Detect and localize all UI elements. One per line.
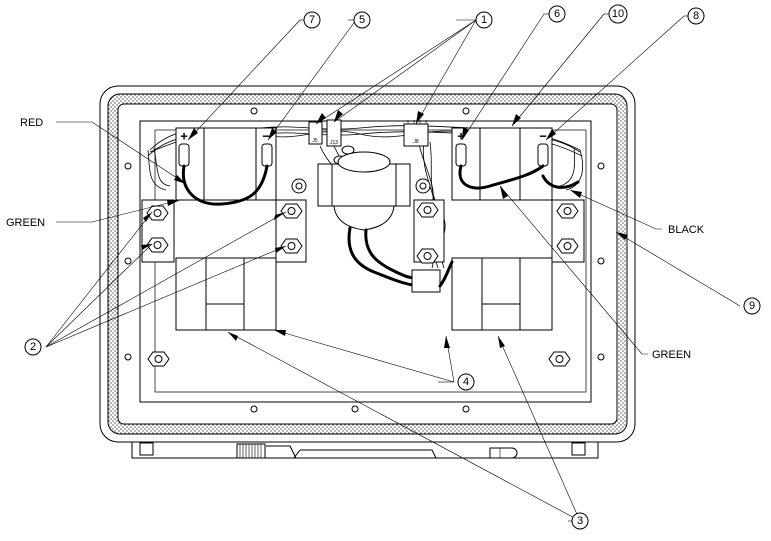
battery-bottom-left [175,257,277,331]
callout-1-text: 1 [481,14,487,26]
transformer-mount-right [415,178,431,194]
terminal-positive-left: + [180,129,188,144]
screw-holes [124,107,605,413]
connectors: J5 J13 J8 [308,119,429,177]
connector-j13-label: J13 [330,140,338,146]
callout-7-text: 7 [309,14,315,26]
callout-6-text: 6 [554,8,560,20]
leader-lines [45,13,741,522]
terminal-negative-left: − [262,129,270,144]
callout-9: 9 [743,297,761,315]
connector-j8-label: J8 [413,139,419,145]
panel [139,120,592,403]
callout-2-text: 2 [30,341,36,353]
callout-5: 5 [353,11,371,29]
label-black: BLACK [668,224,705,236]
callout-5-text: 5 [359,14,365,26]
callout-7: 7 [303,11,321,29]
wire-black-left [181,164,269,206]
arrowheads [141,110,628,348]
callout-8-text: 8 [693,10,699,22]
transformer-mount-left [291,178,307,194]
label-green-left: GREEN [6,217,45,229]
callout-8: 8 [687,7,705,25]
connector-j5-label: J5 [312,138,318,144]
battery-bottom-right [451,257,553,331]
transformer-coil [333,205,395,231]
connector-j5 [308,121,323,145]
callout-1: 1 [475,11,493,29]
terminal-positive-right: + [457,129,465,144]
case-outer [99,85,636,443]
transformer-coil-top [337,151,391,173]
case-bottom-lip [131,442,599,459]
battery-top-left [175,127,277,201]
transformer-core [331,164,397,206]
callout-10: 10 [608,4,628,24]
terminal-block-clamp [411,269,441,293]
latch-knurl-lines [239,444,262,458]
callout-4: 4 [457,373,475,391]
callout-6: 6 [548,5,566,23]
callout-3: 3 [571,512,589,530]
hinge-left [139,442,154,456]
hinge-right [571,442,586,456]
callout-9-text: 9 [749,300,755,312]
hex-nuts [146,202,579,367]
callout-10-text: 10 [612,8,624,20]
wire-black-right [458,164,545,190]
latch-body [266,445,437,459]
terminal-negative-right: − [539,129,547,144]
callout-3-text: 3 [577,515,583,527]
terminal-connectors [178,143,549,167]
transformer [291,151,441,293]
label-green-right: GREEN [652,349,691,361]
callout-2: 2 [24,338,42,356]
label-red: RED [20,117,43,129]
callout-4-text: 4 [463,376,469,388]
latch-slot [489,447,518,459]
